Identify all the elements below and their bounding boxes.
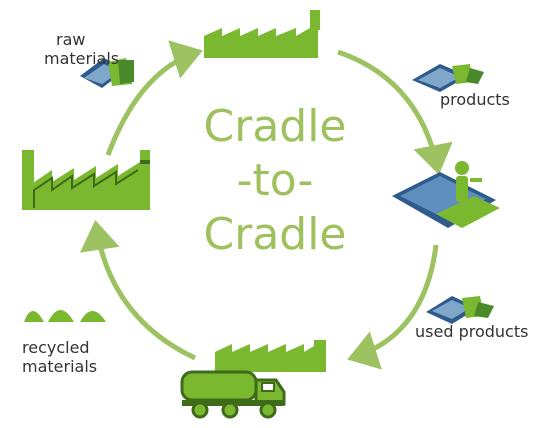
recycled-materials-line-2: materials — [22, 357, 98, 376]
used-products-label: used products — [415, 322, 529, 341]
arrow-right-to-bottom — [347, 244, 439, 370]
factory-bottom-icon — [215, 340, 326, 372]
factory-top-icon — [204, 10, 320, 58]
raw-materials-line-1: raw — [56, 30, 86, 49]
solar-panel-icon — [80, 58, 134, 88]
arrow-left-to-top — [105, 40, 203, 156]
person-on-panel-icon — [392, 161, 500, 228]
title-line-2: -to- — [236, 155, 314, 206]
recycled-piles-icon — [24, 310, 106, 322]
title-line-1: Cradle — [203, 101, 347, 152]
recycled-materials-label: recycled materials — [22, 338, 97, 376]
raw-materials-label: raw materials — [44, 30, 119, 68]
title-line-3: Cradle — [203, 209, 347, 260]
cycle-title: Cradle -to- Cradle — [150, 100, 400, 262]
arrow-bottom-to-left — [79, 220, 197, 361]
products-label: products — [440, 90, 510, 109]
recycling-truck-icon — [180, 370, 286, 419]
arrow-top-to-right — [337, 49, 453, 175]
factory-left-icon — [22, 150, 150, 210]
product-panel-icon — [412, 64, 484, 92]
recycled-materials-line-1: recycled — [22, 338, 90, 357]
used-product-icon — [426, 296, 494, 324]
raw-materials-line-2: materials — [44, 49, 120, 68]
